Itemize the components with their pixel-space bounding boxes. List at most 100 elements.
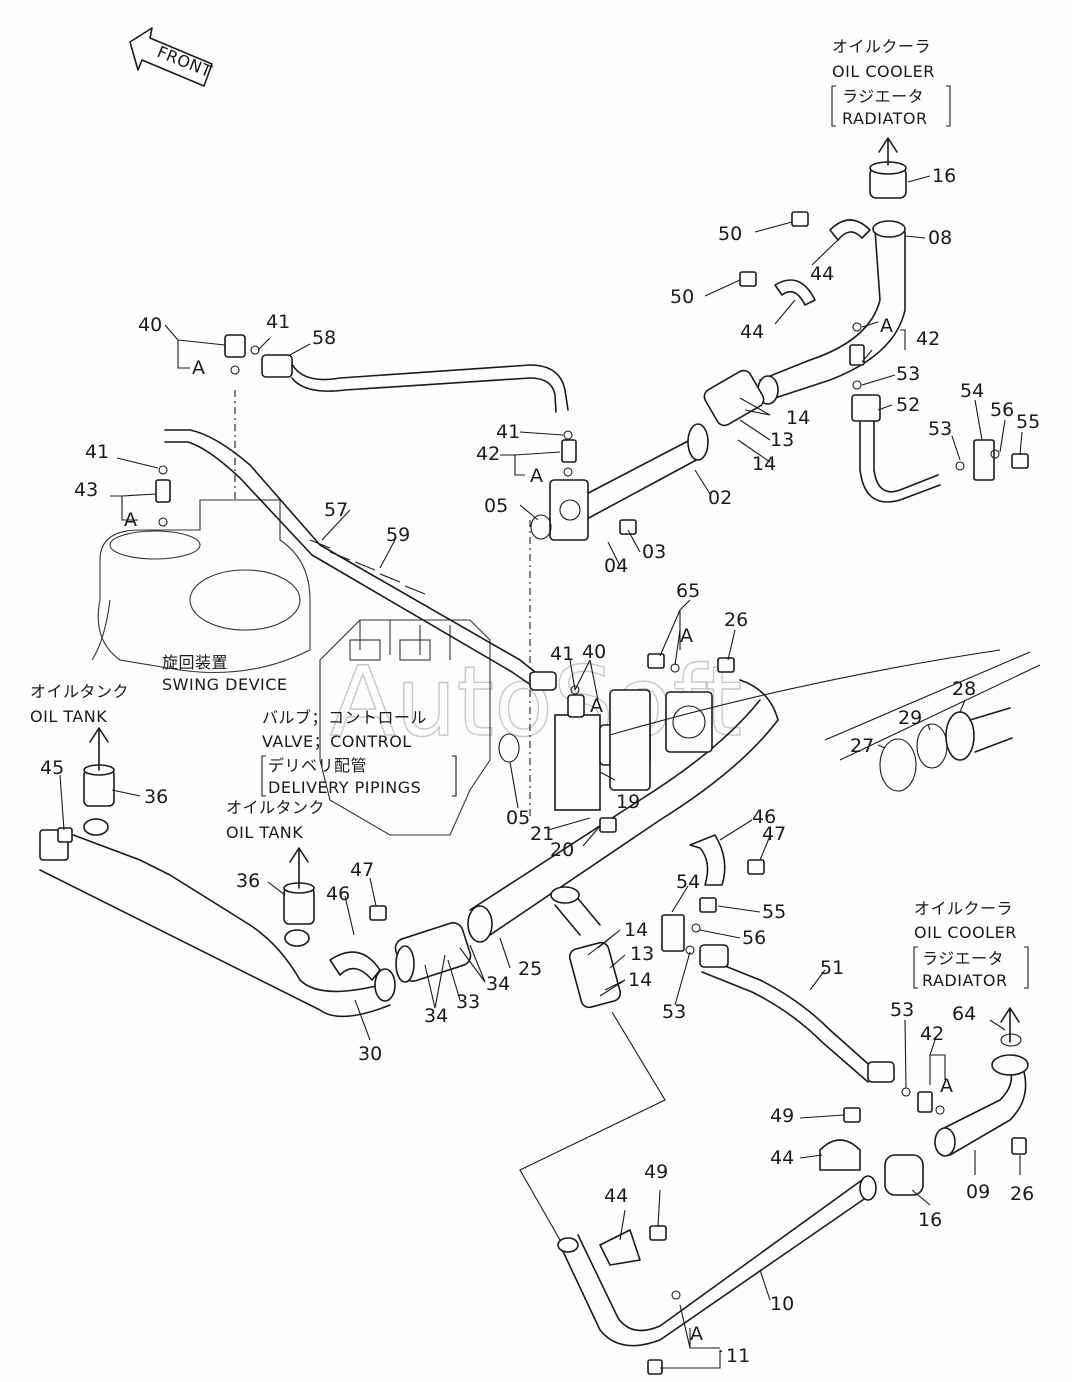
- hose-clamp-16-bottom: [884, 1154, 924, 1196]
- part-label: 20: [550, 839, 574, 861]
- part-label: 14: [624, 919, 648, 941]
- part-label: 05: [484, 495, 508, 517]
- oil-tank-fitting-36-left: [83, 764, 115, 807]
- part-label: 40: [582, 641, 606, 663]
- part-label: 53: [928, 418, 952, 440]
- part-label: 53: [662, 1001, 686, 1023]
- part-label: 34: [424, 1005, 448, 1027]
- part-label: 05: [506, 807, 530, 829]
- part-label: 30: [358, 1043, 382, 1065]
- caption-swing-device: 旋回装置 SWING DEVICE: [162, 653, 288, 694]
- part-label: 59: [386, 524, 410, 546]
- pipe-33: [394, 922, 472, 983]
- valve-control-jp: バルブ；コントロール: [262, 708, 427, 727]
- part-label: A: [192, 357, 205, 379]
- part-label: 54: [960, 380, 984, 402]
- swing-device-outline: [91, 390, 311, 674]
- oil-tank-left-en: OIL TANK: [30, 707, 107, 726]
- part-label: 08: [928, 227, 952, 249]
- radiator-top-en: RADIATOR: [842, 109, 928, 128]
- part-label: A: [880, 315, 893, 337]
- oil-tank-mid-jp: オイルタンク: [226, 798, 325, 817]
- part-label: 49: [770, 1105, 794, 1127]
- part-label: 42: [476, 443, 500, 465]
- part-label: 03: [642, 541, 666, 563]
- bolt-icons: [57, 211, 1029, 1375]
- oil-cooler-right-jp: オイルクーラ: [914, 899, 1013, 918]
- part-label: 53: [890, 999, 914, 1021]
- part-label: 56: [990, 399, 1014, 421]
- part-label: 09: [966, 1181, 990, 1203]
- part-label: 40: [138, 314, 162, 336]
- flange-54-mid: [661, 914, 685, 952]
- caption-oil-cooler-right: オイルクーラ OIL COOLER ラジエータ RADIATOR: [913, 899, 1029, 990]
- pump-flange-65: [665, 691, 713, 753]
- part-label: 02: [708, 487, 732, 509]
- pipe-10: [557, 1175, 877, 1347]
- clamp-46-right: [689, 834, 726, 886]
- part-label: 41: [85, 441, 109, 463]
- clamp-44-lower: [819, 1139, 861, 1171]
- hose-51: [699, 944, 895, 1083]
- part-label: 19: [616, 791, 640, 813]
- part-label: 42: [920, 1023, 944, 1045]
- hose-57-59: [164, 429, 557, 691]
- part-label: 50: [670, 286, 694, 308]
- part-label: 43: [74, 479, 98, 501]
- part-label: A: [590, 695, 603, 717]
- radiator-right-jp: ラジエータ: [922, 949, 1004, 968]
- strainer-28: [945, 707, 1013, 761]
- part-label: 41: [496, 421, 520, 443]
- part-label: 26: [724, 609, 748, 631]
- part-label: 28: [952, 678, 976, 700]
- part-label: A: [690, 1323, 703, 1345]
- clamp-46-mid: [329, 951, 381, 981]
- clamp-44-bottom: [599, 1229, 641, 1266]
- part-label: 44: [770, 1147, 794, 1169]
- part-label: 56: [742, 927, 766, 949]
- oil-cooler-right-en: OIL COOLER: [914, 923, 1017, 942]
- part-label: 34: [486, 973, 510, 995]
- part-label: 51: [820, 957, 844, 979]
- part-label: 42: [916, 328, 940, 350]
- part-label: 47: [350, 859, 374, 881]
- pipe-58-hose: [261, 354, 569, 413]
- oil-tank-fitting-36-mid: [283, 882, 315, 925]
- part-label: 11: [726, 1345, 750, 1367]
- part-label: 14: [752, 453, 776, 475]
- part-label: 29: [898, 707, 922, 729]
- part-label: 52: [896, 394, 920, 416]
- pipe-09: [934, 1054, 1029, 1157]
- part-label: 25: [518, 958, 542, 980]
- radiator-right-en: RADIATOR: [922, 971, 1008, 990]
- part-label: 44: [810, 263, 834, 285]
- part-label: 36: [236, 870, 260, 892]
- clamp-44-second: [774, 279, 816, 306]
- part-label: 41: [266, 311, 290, 333]
- control-valve-outline: [319, 520, 531, 836]
- valve-control-en: VALVE；CONTROL: [262, 732, 412, 751]
- part-label: 33: [456, 991, 480, 1013]
- arrow-up-icons: [89, 137, 1020, 1043]
- oil-cooler-top-en: OIL COOLER: [832, 62, 935, 81]
- part-number-labels: 16 08 50 50 44 44 A 42 53 52 54 56 55 53…: [40, 165, 1040, 1367]
- part-label: 49: [644, 1161, 668, 1183]
- o-ring-29: [916, 723, 948, 769]
- part-label: 04: [604, 555, 628, 577]
- part-label: 65: [676, 580, 700, 602]
- part-label: 16: [918, 1209, 942, 1231]
- hose-52: [851, 394, 941, 503]
- pipe-02: [549, 423, 709, 541]
- radiator-top-jp: ラジエータ: [842, 87, 924, 106]
- clamp-44-top: [829, 219, 871, 241]
- part-label: 13: [770, 429, 794, 451]
- swing-device-en: SWING DEVICE: [162, 675, 288, 694]
- o-ring-27: [879, 738, 917, 792]
- part-label: A: [530, 465, 543, 487]
- part-label: 13: [630, 943, 654, 965]
- part-label: 58: [312, 327, 336, 349]
- part-label: 50: [718, 223, 742, 245]
- part-label: 14: [628, 969, 652, 991]
